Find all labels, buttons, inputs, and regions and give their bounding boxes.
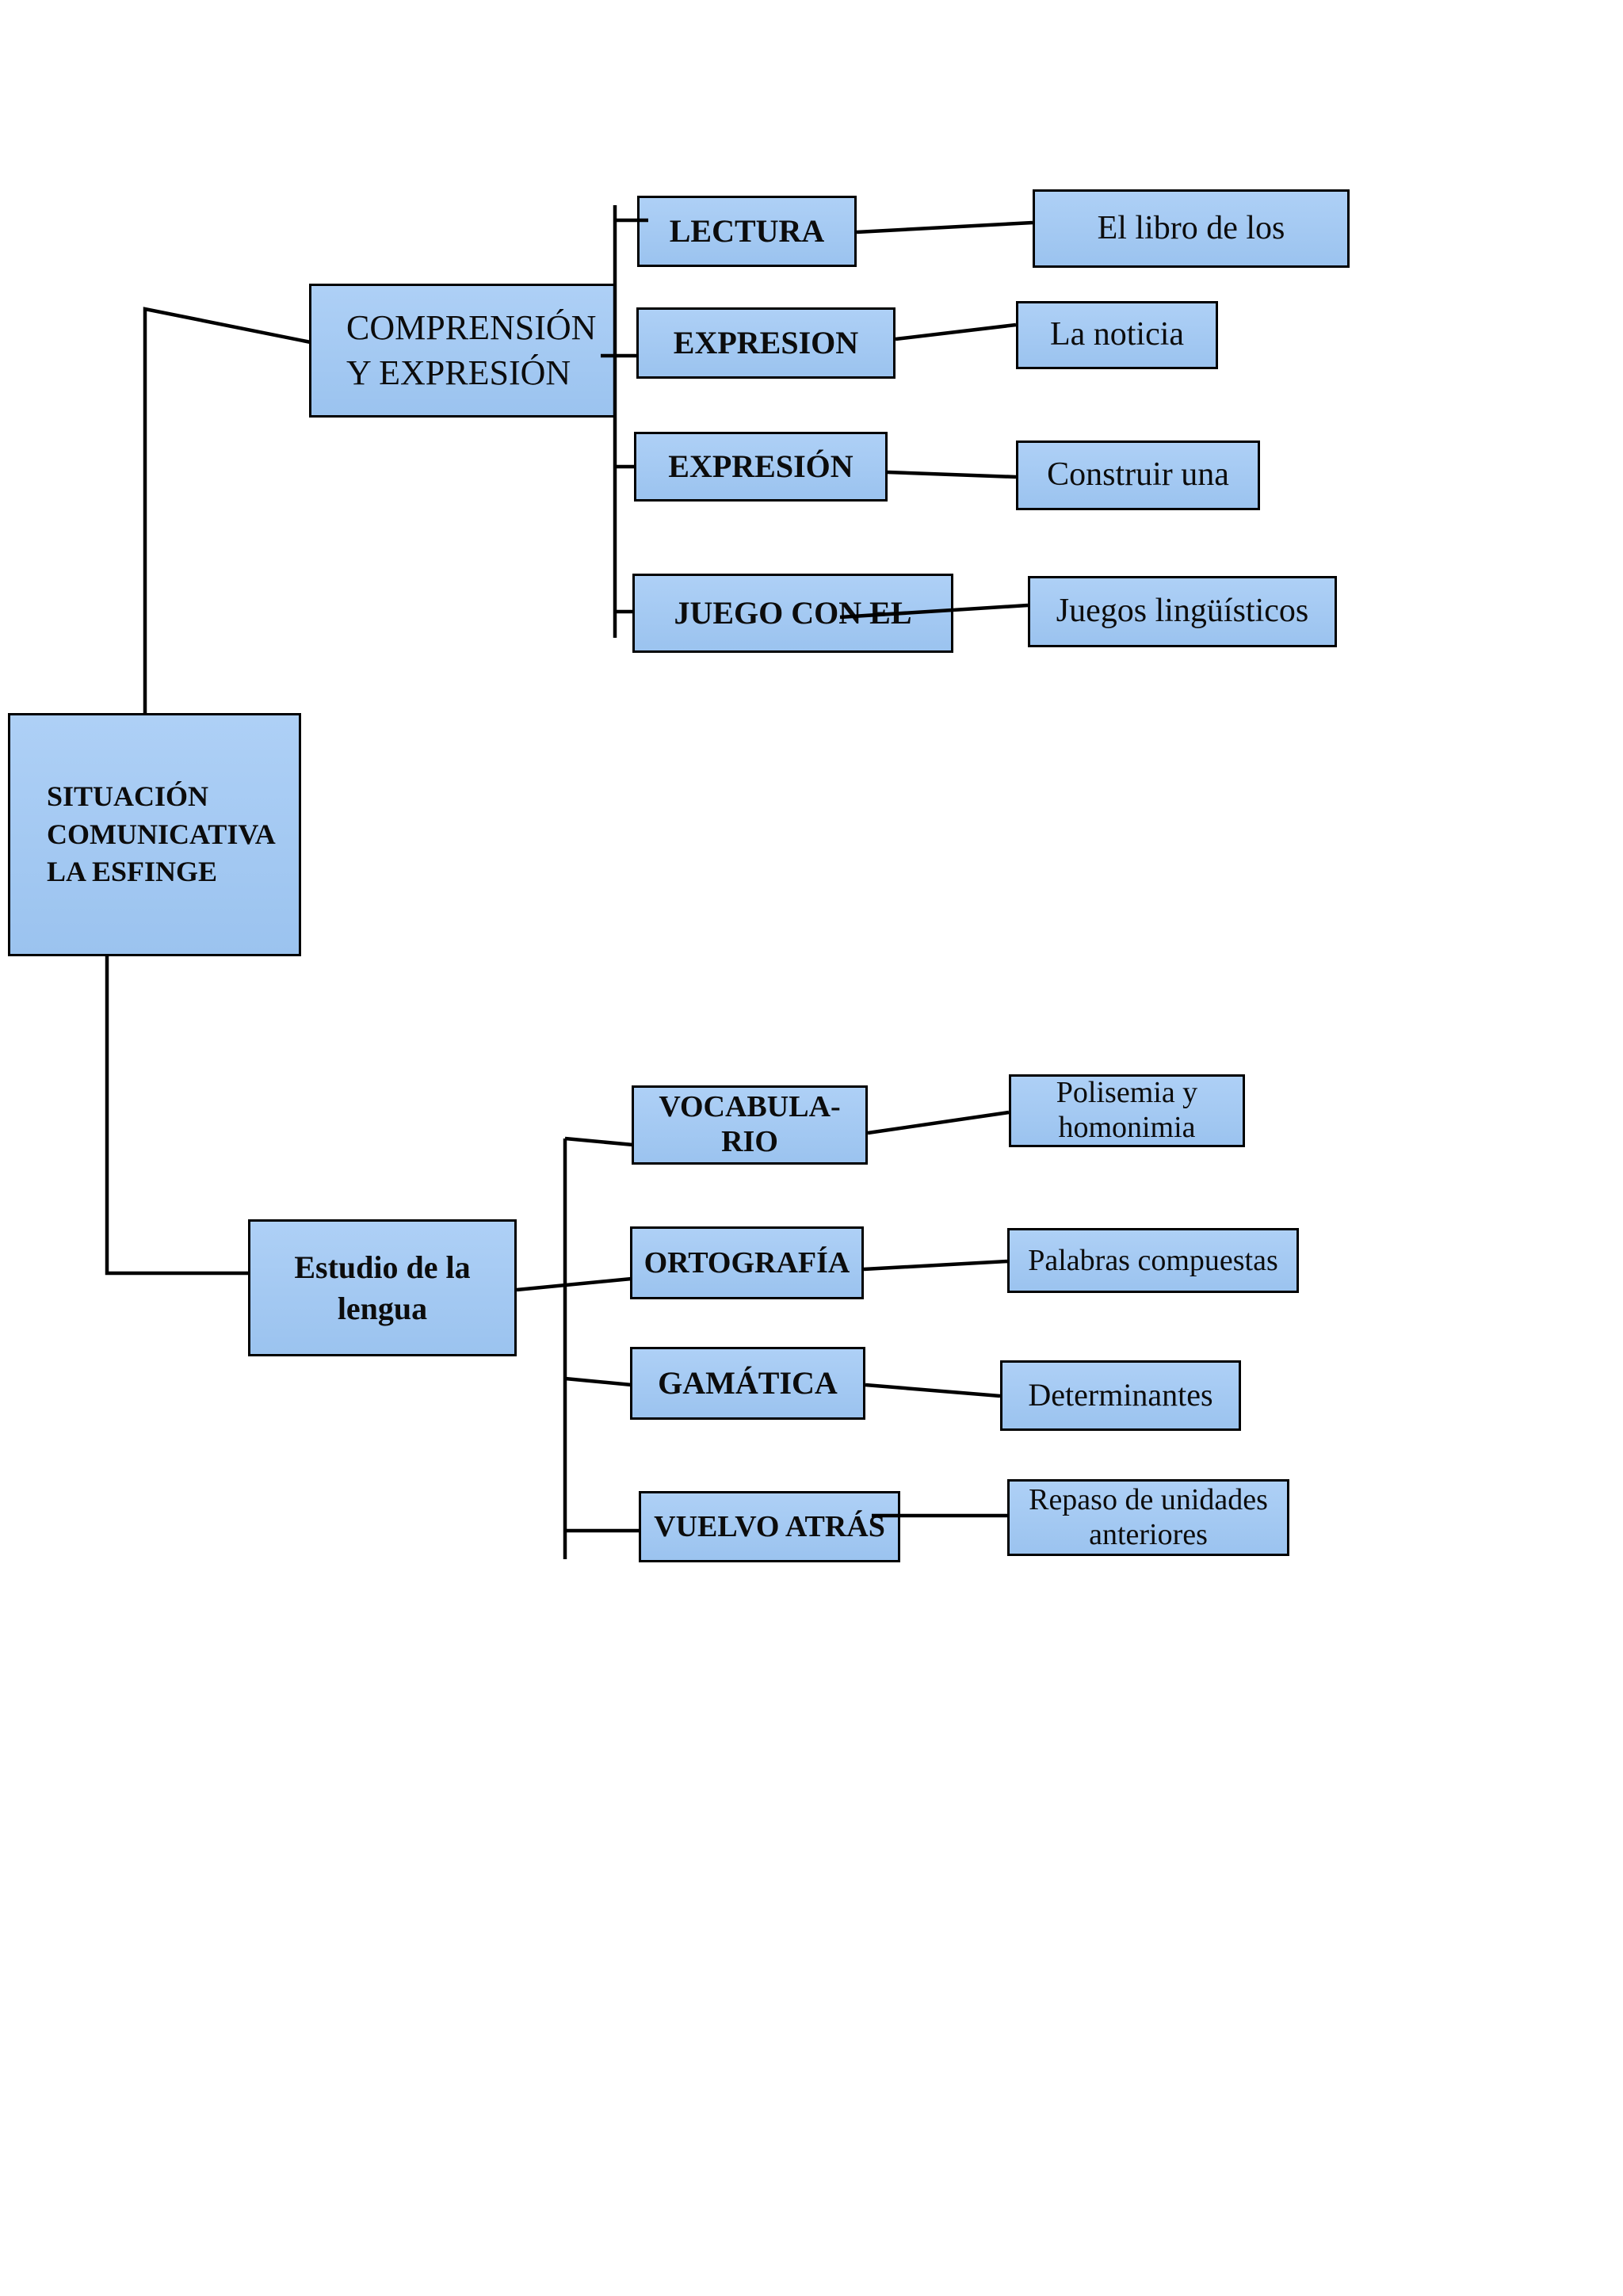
node-estudio-de-la-lengua: Estudio de la lengua — [248, 1219, 517, 1356]
node-palabras-compuestas: Palabras compuestas — [1007, 1228, 1299, 1293]
node-juego-con-el: JUEGO CON EL — [632, 574, 953, 653]
node-expresion: EXPRESION — [636, 307, 896, 379]
connector-situacion-estudio — [105, 955, 250, 1276]
node-label-line: VOCABULA- — [659, 1090, 841, 1124]
node-el-libro-de-los: El libro de los — [1033, 189, 1350, 268]
node-label-line: EXPRESION — [673, 324, 859, 360]
node-vuelvo-atras: VUELVO ATRÁS — [639, 1491, 900, 1562]
node-label-line: Y EXPRESIÓN — [346, 353, 571, 392]
node-juegos-linguisticos: Juegos lingüísticos — [1028, 576, 1337, 647]
node-construir-una: Construir una — [1016, 441, 1260, 510]
node-label-line: JUEGO CON EL — [674, 594, 912, 631]
node-label-line: SITUACIÓN — [47, 780, 209, 813]
connector-lectura-el-libro — [856, 220, 1033, 235]
node-gamatica: GAMÁTICA — [630, 1347, 865, 1420]
connector-estudio-ortografia — [516, 1276, 632, 1292]
node-label-line: VUELVO ATRÁS — [654, 1509, 885, 1543]
node-label-line: COMPRENSIÓN — [346, 308, 597, 348]
node-label-line: Estudio de la — [294, 1249, 471, 1285]
node-label-line: lengua — [337, 1290, 428, 1326]
node-label-line: Determinantes — [1028, 1377, 1213, 1413]
node-label-line: La noticia — [1049, 316, 1185, 353]
connector-ortografia-palabras — [863, 1259, 1008, 1272]
node-label-line: LECTURA — [669, 212, 825, 249]
node-label-line: GAMÁTICA — [658, 1364, 838, 1401]
node-determinantes: Determinantes — [1000, 1360, 1241, 1431]
node-label-line: Juegos lingüísticos — [1056, 593, 1309, 630]
node-vocabulario: VOCABULA- RIO — [632, 1085, 868, 1165]
node-label-line: COMUNICATIVA — [47, 818, 276, 850]
node-label-line: Palabras compuestas — [1028, 1243, 1278, 1277]
node-label-line: Polisemia y — [1056, 1076, 1198, 1110]
node-la-noticia: La noticia — [1016, 301, 1218, 369]
connector-expresion-la-noticia — [895, 322, 1017, 341]
connector-vocabulario-polisemia — [867, 1110, 1010, 1135]
node-repaso-unidades-anteriores: Repaso de unidades anteriores — [1007, 1479, 1289, 1556]
node-lectura: LECTURA — [637, 196, 857, 267]
node-label-line: LA ESFINGE — [47, 856, 218, 888]
node-label-line: ORTOGRAFÍA — [643, 1245, 850, 1280]
tick-gamatica — [564, 1376, 632, 1387]
node-label-line: El libro de los — [1097, 209, 1285, 246]
node-label-line: Repaso de unidades — [1029, 1482, 1268, 1516]
node-expresion-2: EXPRESIÓN — [634, 432, 888, 502]
connector-situacion-comprension — [143, 307, 311, 715]
tick-vocabulario — [564, 1136, 634, 1147]
node-label-line: homonimia — [1058, 1111, 1196, 1144]
connector-gamatica-determinantes — [865, 1383, 1001, 1398]
node-label-line: RIO — [721, 1125, 778, 1158]
node-comprension-y-expresion: COMPRENSIÓN Y EXPRESIÓN — [309, 284, 616, 418]
node-ortografia: ORTOGRAFÍA — [630, 1226, 864, 1299]
node-situacion-comunicativa: SITUACIÓN COMUNICATIVA LA ESFINGE — [8, 713, 301, 956]
node-label-line: EXPRESIÓN — [668, 448, 854, 484]
node-label-line: Construir una — [1047, 456, 1229, 494]
node-polisemia-homonimia: Polisemia y homonimia — [1009, 1074, 1245, 1147]
connector-expresion2-construir — [887, 470, 1017, 479]
node-label-line: anteriores — [1089, 1517, 1208, 1551]
